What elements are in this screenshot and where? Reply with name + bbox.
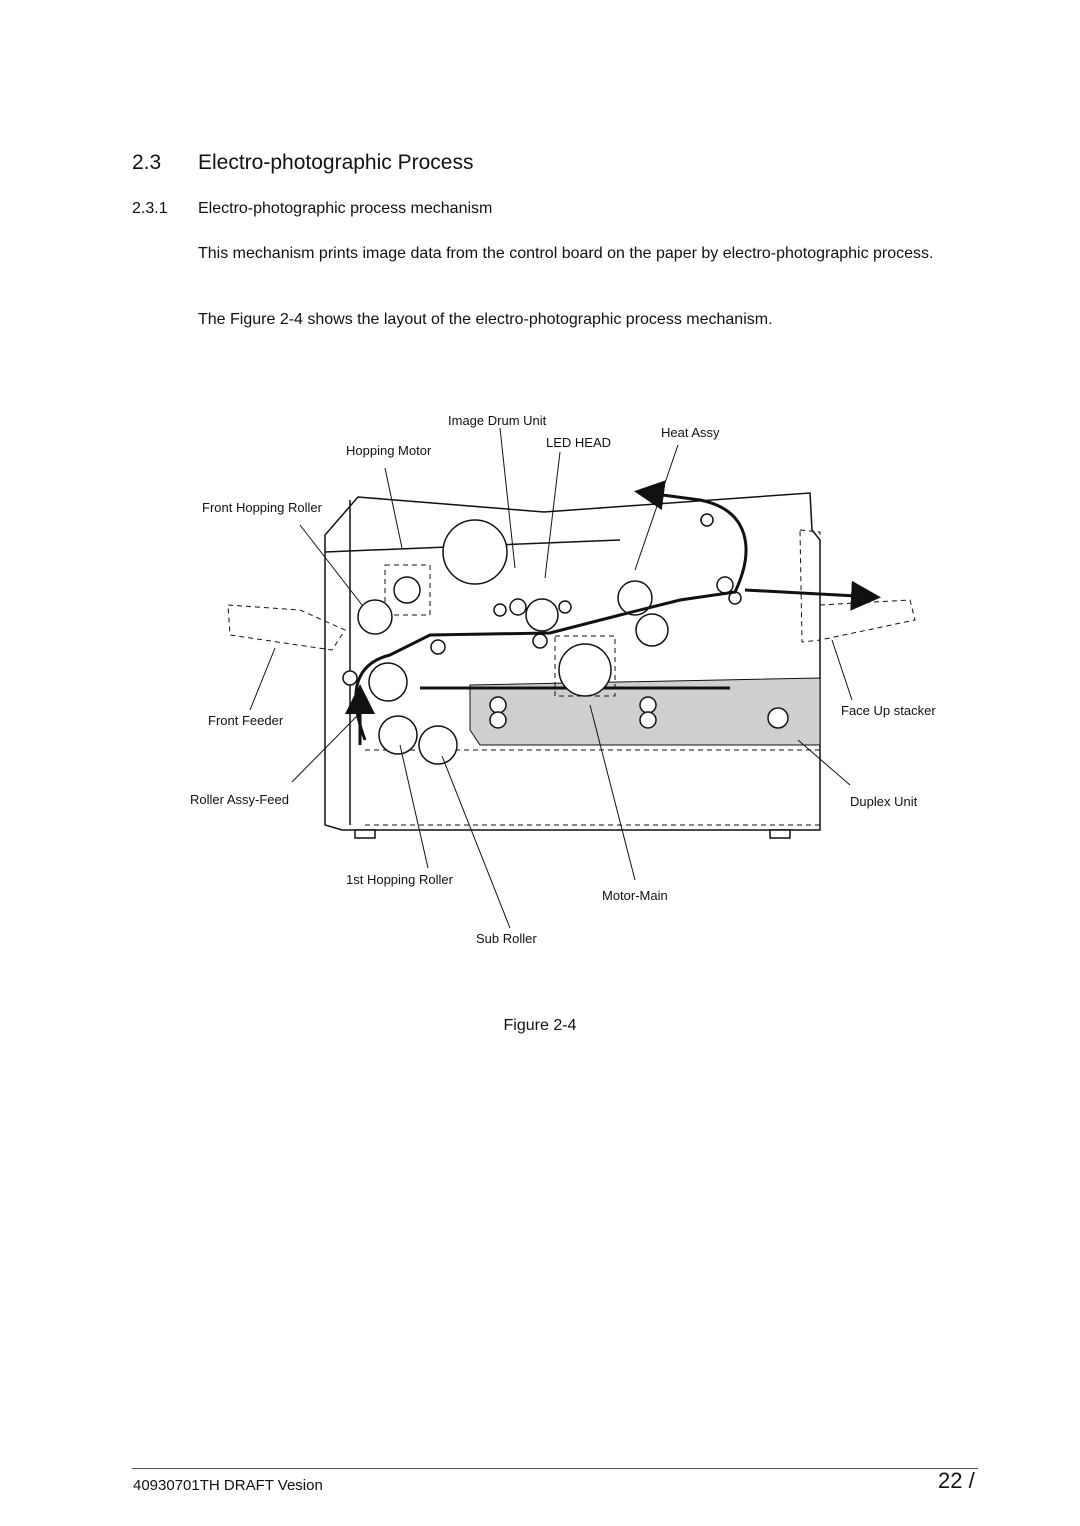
dashed-components	[227, 529, 916, 826]
label-duplex-unit: Duplex Unit	[850, 794, 918, 809]
label-front-feeder: Front Feeder	[208, 713, 284, 728]
label-motor-main: Motor-Main	[602, 888, 668, 903]
footer-document-id: 40930701TH DRAFT Vesion	[133, 1477, 323, 1494]
subsection-title: Electro-photographic process mechanism	[198, 200, 493, 217]
mechanism-diagram: Image Drum Unit LED HEAD Heat Assy Hoppi…	[180, 400, 950, 960]
label-1st-hopping-roller: 1st Hopping Roller	[346, 872, 454, 887]
subsection-number: 2.3.1	[132, 200, 168, 217]
figure-caption: Figure 2-4	[503, 1017, 577, 1034]
footer-divider	[132, 1468, 978, 1469]
label-heat-assy: Heat Assy	[661, 425, 720, 440]
figure-reference-paragraph: The Figure 2-4 shows the layout of the e…	[198, 311, 773, 328]
section-heading: 2.3 Electro-photographic Process	[132, 151, 473, 175]
intro-paragraph: This mechanism prints image data from th…	[198, 245, 934, 262]
label-hopping-motor: Hopping Motor	[346, 443, 432, 458]
section-title: Electro-photographic Process	[198, 151, 474, 174]
footer-page-number: 22 /	[938, 1468, 975, 1493]
paper-path	[345, 480, 881, 745]
label-led-head: LED HEAD	[546, 435, 611, 450]
label-face-up-stacker: Face Up stacker	[841, 703, 936, 718]
rollers	[342, 513, 789, 765]
label-image-drum-unit: Image Drum Unit	[448, 413, 547, 428]
section-number: 2.3	[132, 151, 162, 174]
label-roller-assy-feed: Roller Assy-Feed	[190, 792, 289, 807]
leader-lines	[249, 427, 853, 929]
duplex-unit-shape	[420, 677, 821, 746]
printer-feet	[354, 829, 791, 839]
label-front-hopping-roller: Front Hopping Roller	[202, 500, 323, 515]
label-sub-roller: Sub Roller	[476, 931, 537, 946]
subsection-heading: 2.3.1 Electro-photographic process mechan…	[132, 200, 492, 218]
